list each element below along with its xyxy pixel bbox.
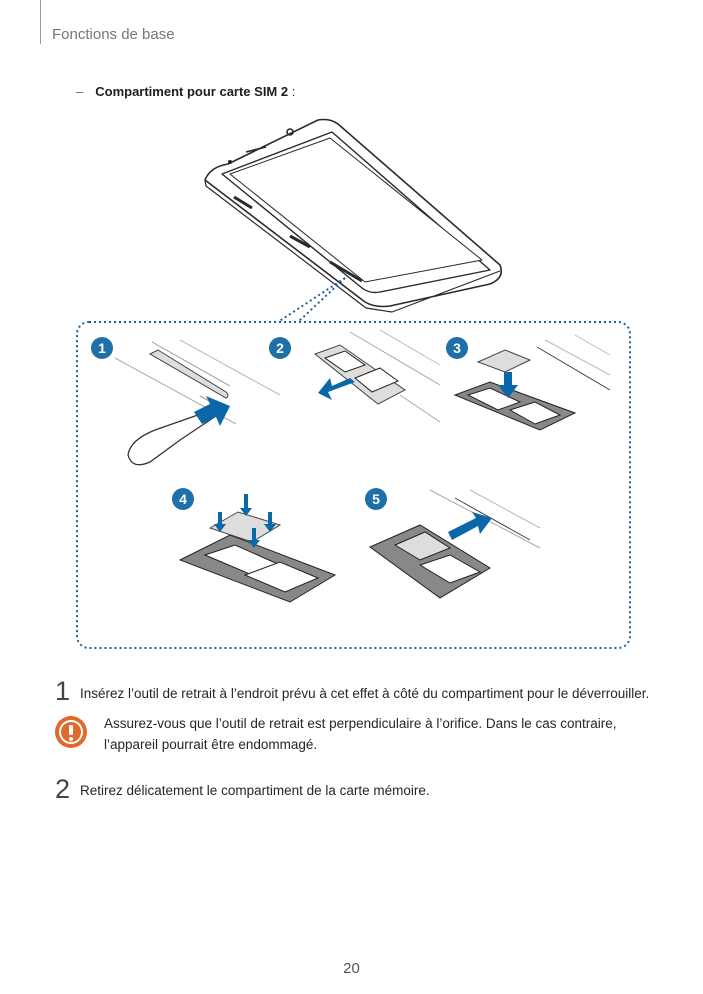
caution-text: Assurez-vous que l’outil de retrait est … <box>104 716 617 752</box>
step-3-illustration <box>453 334 611 431</box>
badge-3-label: 3 <box>453 340 461 356</box>
step-2-text: Retirez délicatement le compartiment de … <box>80 783 430 798</box>
sim2-label: –Compartiment pour carte SIM 2 : <box>76 84 295 99</box>
badge-4 <box>172 488 194 510</box>
sim-tray-illustration: 1 2 3 4 5 <box>76 118 631 649</box>
list-dash: – <box>76 84 84 99</box>
caution-icon <box>55 716 87 748</box>
header-rule <box>40 0 41 44</box>
badge-5-label: 5 <box>372 491 380 507</box>
step-2-illustration <box>313 329 441 423</box>
sim2-label-text: Compartiment pour carte SIM 2 <box>95 84 289 99</box>
step-1-illustration <box>114 339 281 466</box>
phone-image <box>204 118 503 313</box>
detail-dotted-frame <box>76 277 631 649</box>
badge-4-label: 4 <box>179 491 187 507</box>
step-1-text: Insérez l’outil de retrait à l’endroit p… <box>80 686 650 701</box>
page-number: 20 <box>343 960 360 977</box>
badge-1 <box>91 337 113 359</box>
step-4-illustration <box>178 494 337 603</box>
section-title: Fonctions de base <box>52 26 175 43</box>
step-5-illustration <box>369 489 541 599</box>
badge-2-label: 2 <box>276 340 284 356</box>
step-2-number: 2 <box>55 774 71 804</box>
sim2-label-suffix: : <box>288 84 296 99</box>
step-badges: 1 2 3 4 5 <box>91 337 468 510</box>
badge-2 <box>269 337 291 359</box>
badge-3 <box>446 337 468 359</box>
step-1-number: 1 <box>55 676 71 706</box>
badge-5 <box>365 488 387 510</box>
badge-1-label: 1 <box>98 340 106 356</box>
